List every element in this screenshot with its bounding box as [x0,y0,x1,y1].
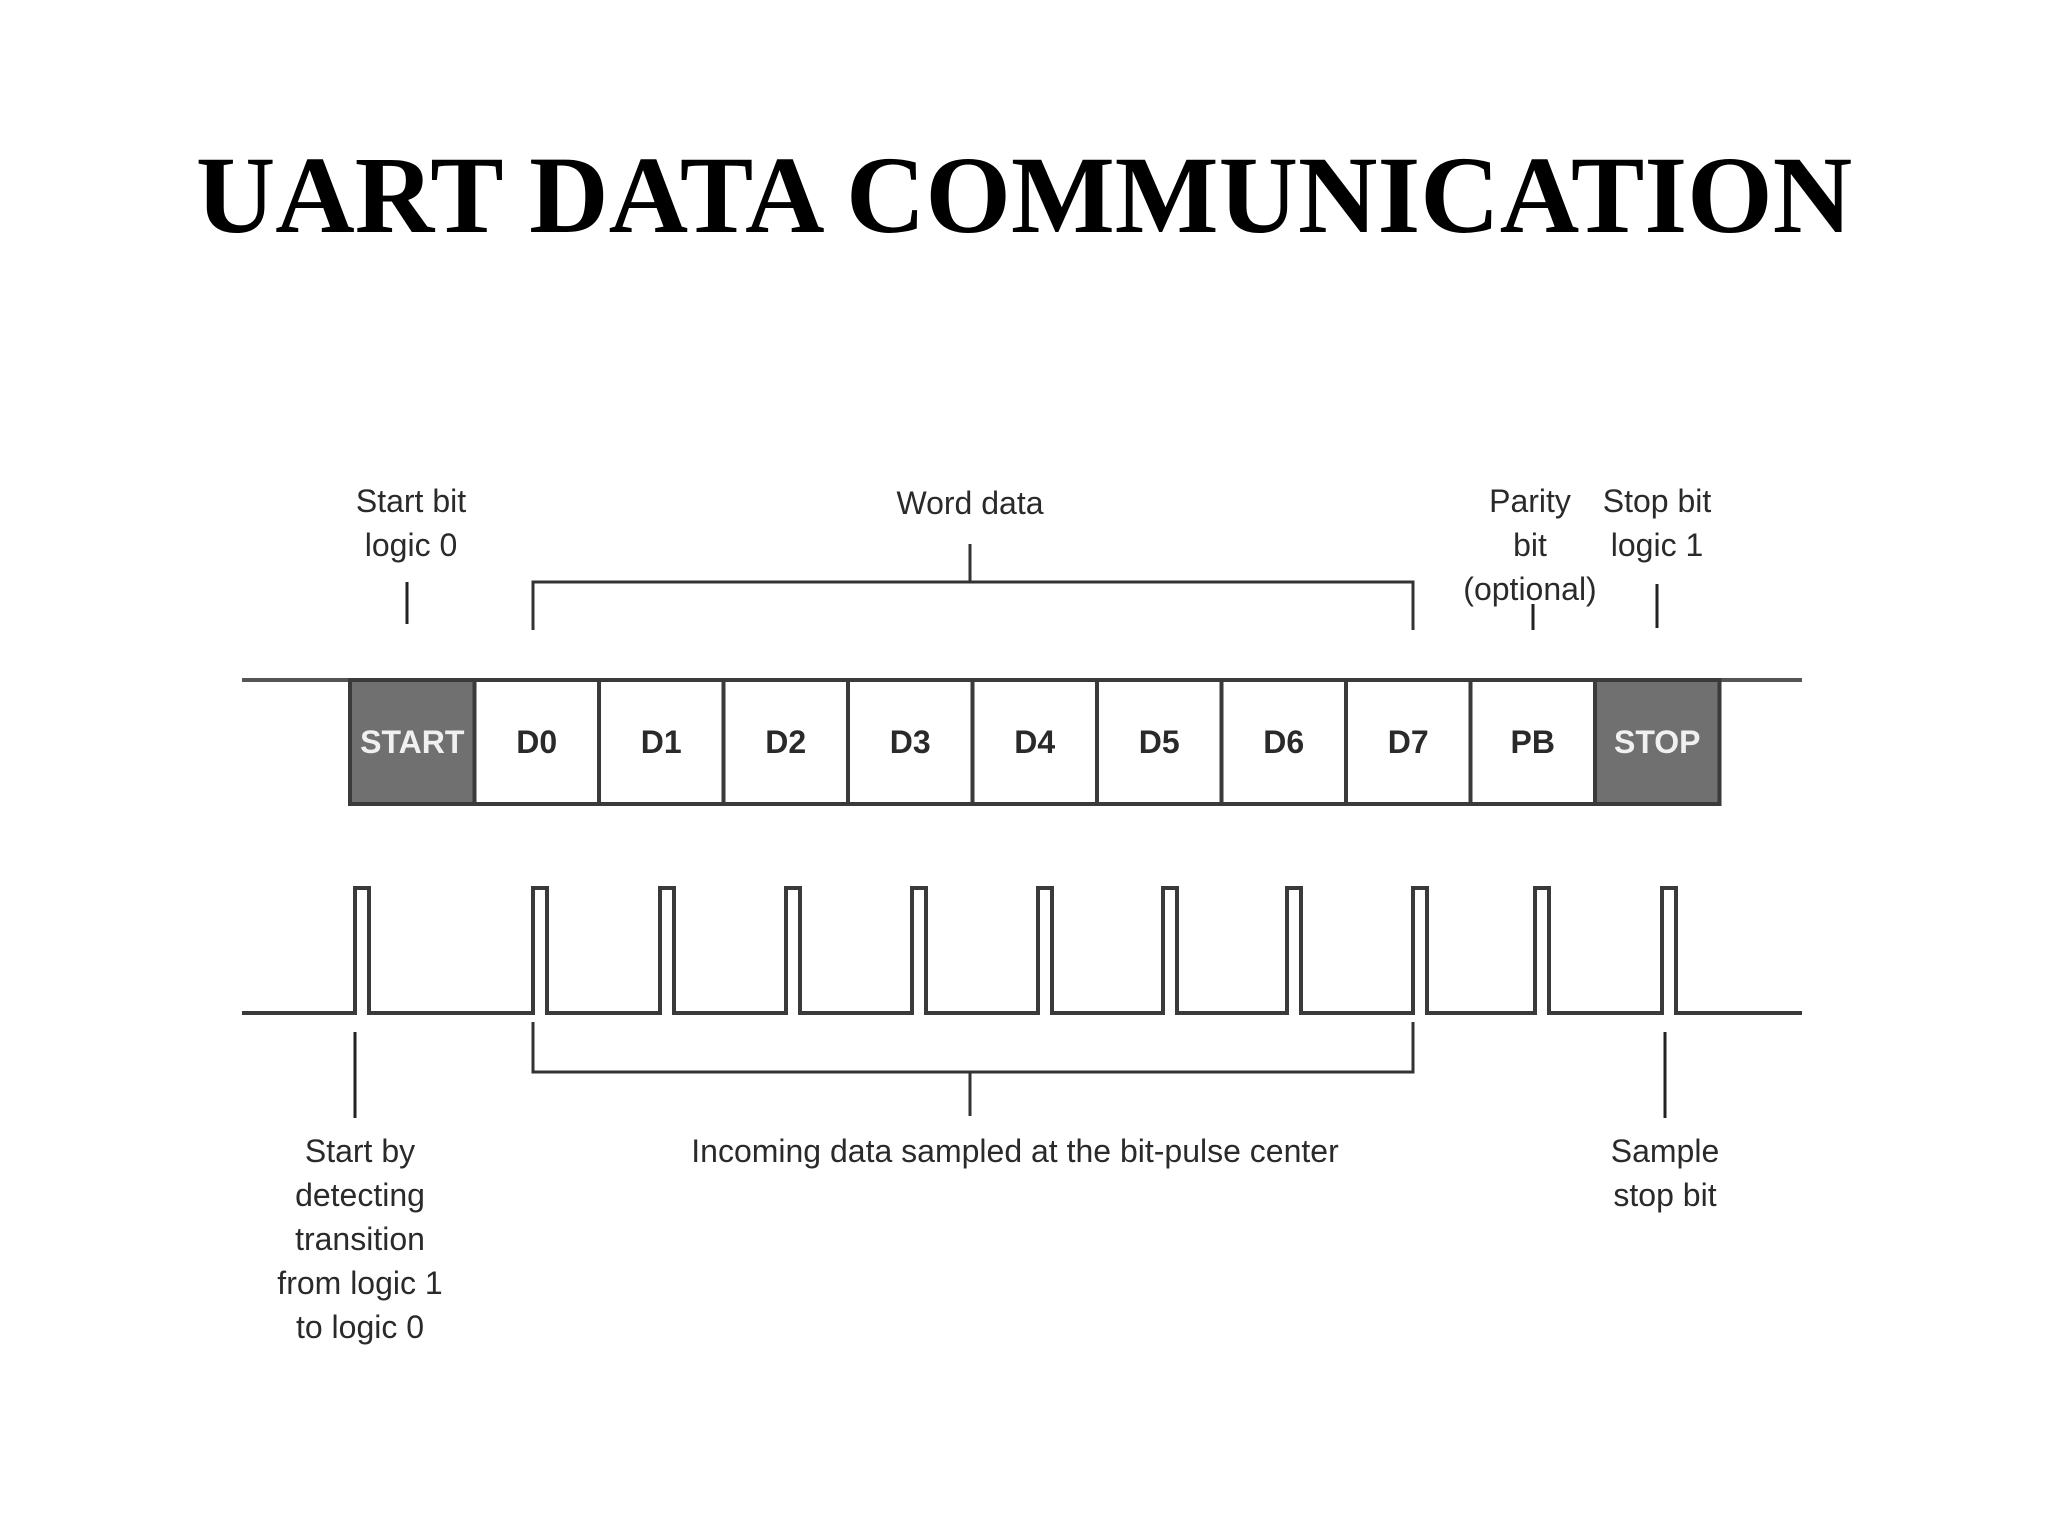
start-detect-line4: from logic 1 [277,1265,442,1301]
start-detect-line1: Start by [305,1133,415,1169]
frame-cell-label: START [360,724,465,760]
svg-text:Word data: Word data [896,485,1043,521]
sample-stop-line1: Sample [1611,1133,1720,1169]
start-detect-line5: to logic 0 [296,1309,424,1345]
frame-cell-box [597,678,726,806]
parity-bit-label-line1: Parity [1489,483,1571,519]
frame-cell-stop: STOP [1593,678,1722,806]
frame-cell-label: STOP [1614,724,1701,760]
frame-cell-d1: D1 [597,678,726,806]
frame-cell-d0: D0 [472,678,601,806]
svg-text:Incoming data sampled at the b: Incoming data sampled at the bit-pulse c… [691,1133,1339,1169]
frame-cell-d4: D4 [970,678,1099,806]
incoming-sampled-annotation: Incoming data sampled at the bit-pulse c… [531,1022,1415,1169]
frame-cell-box [721,678,850,806]
sample-stop-annotation: Sample stop bit [1611,1032,1720,1213]
svg-text:Stop bit: Stop bit [1603,483,1712,519]
slide-title: UART DATA COMMUNICATION [195,134,1853,256]
word-data-bracket [531,544,1415,630]
start-detect-line2: detecting [295,1177,425,1213]
frame-cell-box [348,678,477,806]
svg-text:Sample: Sample [1611,1133,1720,1169]
frame-cell-label: D2 [765,724,806,760]
start-detect-line3: transition [295,1221,425,1257]
incoming-sampled-bracket [531,1022,1415,1116]
svg-text:Start bit: Start bit [356,483,466,519]
frame-cell-label: D6 [1263,724,1304,760]
frame-cell-d2: D2 [721,678,850,806]
parity-bit-label-line3: (optional) [1463,571,1596,607]
svg-text:Start by: Start by [305,1133,415,1169]
frame-cell-label: D5 [1139,724,1180,760]
frame-cell-box [970,678,1099,806]
svg-text:logic 0: logic 0 [365,527,458,563]
svg-text:to logic 0: to logic 0 [296,1309,424,1345]
svg-text:from logic 1: from logic 1 [277,1265,442,1301]
svg-text:transition: transition [295,1221,425,1257]
start-bit-annotation: Start bit logic 0 [356,483,466,624]
frame-cell-pb: PB [1468,678,1597,806]
frame-cell-d5: D5 [1095,678,1224,806]
stop-bit-annotation: Stop bit logic 1 [1603,483,1712,628]
frame-cell-label: D0 [516,724,557,760]
word-data-label: Word data [896,485,1043,521]
frame-cell-d6: D6 [1219,678,1348,806]
frame-cell-box [1593,678,1722,806]
stop-bit-label-line2: logic 1 [1611,527,1704,563]
incoming-sampled-label: Incoming data sampled at the bit-pulse c… [691,1133,1339,1169]
start-bit-label-line1: Start bit [356,483,466,519]
svg-text:bit: bit [1513,527,1547,563]
svg-text:(optional): (optional) [1463,571,1596,607]
svg-text:detecting: detecting [295,1177,425,1213]
start-detect-annotation: Start by detecting transition from logic… [277,1032,443,1345]
word-data-annotation: Word data [531,485,1415,630]
svg-text:stop bit: stop bit [1613,1177,1716,1213]
frame-cell-box [472,678,601,806]
frame-cell-label: D3 [890,724,931,760]
stop-bit-label-line1: Stop bit [1603,483,1712,519]
frame-cell-d3: D3 [846,678,975,806]
start-bit-label-line2: logic 0 [365,527,458,563]
frame-cell-start: START [348,678,477,806]
frame-cells: START D0 D1 D2 D3 D4 D5 D6 D7 PB STOP [348,678,1722,806]
parity-bit-label-line2: bit [1513,527,1547,563]
frame-cell-box [1468,678,1597,806]
sample-stop-line2: stop bit [1613,1177,1716,1213]
frame-cell-label: D7 [1388,724,1429,760]
frame-cell-d7: D7 [1344,678,1473,806]
sample-pulse-waveform [242,886,1802,1015]
frame-cell-label: D1 [641,724,682,760]
svg-text:Parity: Parity [1489,483,1571,519]
frame-cell-label: PB [1511,724,1555,760]
parity-bit-annotation: Parity bit (optional) [1463,483,1597,630]
frame-cell-label: D4 [1014,724,1055,760]
svg-text:logic 1: logic 1 [1611,527,1704,563]
